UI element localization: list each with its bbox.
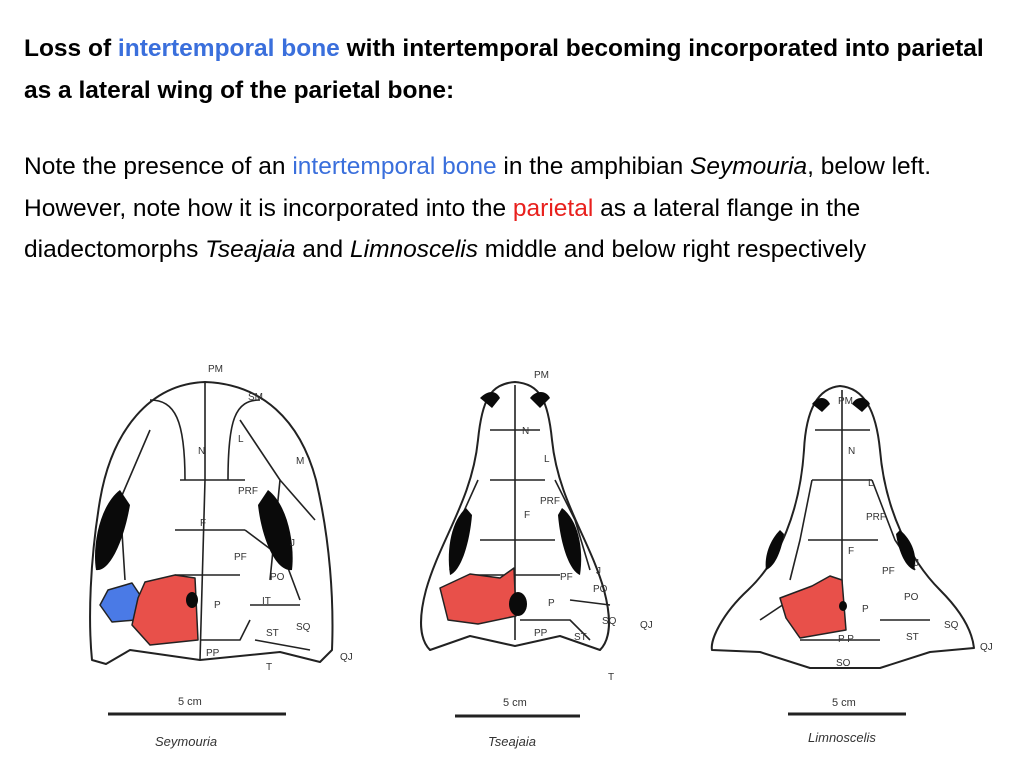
lim-scale-label: 5 cm [832,697,856,709]
body-part-3: in the amphibian [496,153,691,180]
sey-label-t: T [266,662,272,673]
tseajaia-labels: PM N L PRF F PF J PO P PP ST SQ QJ T 5 c… [488,370,653,749]
sey-label-j: J [290,538,295,549]
seymouria-pineal [186,592,198,608]
sey-label-m: M [296,456,304,467]
limnoscelis-skull [710,385,975,669]
heading-highlight: intertemporal bone [117,35,340,62]
tse-label-p: P [548,598,555,609]
tseajaia-pm-right [530,392,550,408]
lim-label-j: J [914,558,919,569]
sey-scale-label: 5 cm [178,696,202,708]
tse-label-n: N [522,426,529,437]
seymouria-parietal [131,574,199,646]
lim-name: Limnoscelis [808,730,876,745]
lim-label-p: P [862,604,869,615]
tse-label-sq: SQ [602,616,617,627]
tse-label-pf: PF [560,572,573,583]
body-part-5: , below left. However, note how it is in… [24,153,932,222]
seymouria-skull [89,381,334,665]
limnoscelis-pineal [839,601,847,611]
sey-label-sm: SM [248,392,263,403]
body-limnoscelis: Limnoscelis [350,236,478,263]
skull-figures: PM SM L M N PRF F J PF PO P IT SQ ST PP … [89,364,993,749]
slide-heading: Loss of intertemporal bone with intertem… [24,28,1004,112]
lim-label-po: PO [904,592,919,603]
lim-label-pp: P P [838,634,854,645]
tseajaia-orbit-left [448,508,472,575]
limnoscelis-outline [710,385,975,669]
tse-label-st: ST [574,632,587,643]
tse-label-t: T [608,672,614,683]
seymouria-orbit-right [258,490,293,571]
sey-label-pf: PF [234,552,247,563]
lim-label-st: ST [906,632,919,643]
body-intertemporal: intertemporal bone [292,153,497,180]
body-tseajaia: Tseajaia [205,236,296,263]
body-parietal: parietal [512,194,594,222]
body-part-7: as a lateral flange in the diadectomorph… [24,194,861,264]
heading-prefix: Loss of [24,35,118,62]
body-part-1: Note the presence of an [24,153,293,180]
tse-label-f: F [524,510,530,521]
sey-label-it: IT [262,596,271,607]
heading-suffix: with intertemporal becoming incorporated… [24,35,984,104]
sey-label-prf: PRF [238,486,258,497]
lim-label-prf: PRF [866,512,886,523]
limnoscelis-pm-right [852,398,870,412]
seymouria-labels: PM SM L M N PRF F J PF PO P IT SQ ST PP … [155,364,353,749]
body-seymouria: Seymouria [690,153,808,180]
lim-label-pm: PM [838,396,853,407]
sey-label-pp: PP [206,648,220,659]
sey-label-n: N [198,446,205,457]
tse-label-prf: PRF [540,496,560,507]
body-part-9: and [295,236,350,263]
sey-label-po: PO [270,572,285,583]
lim-label-l: L [868,478,874,489]
lim-label-qj: QJ [980,642,993,653]
tseajaia-orbit-right [558,508,582,575]
sey-label-qj: QJ [340,652,353,663]
tseajaia-skull [420,381,611,651]
tseajaia-parietal [439,567,517,625]
tse-label-qj: QJ [640,620,653,631]
tseajaia-pm-left [480,392,500,408]
tse-label-pm: PM [534,370,549,381]
tseajaia-pineal [509,592,527,616]
limnoscelis-pm-left [812,398,830,412]
sey-label-f: F [200,518,206,529]
tse-label-j: J [596,566,601,577]
tse-name: Tseajaia [488,734,536,749]
slide-body: Note the presence of an intertemporal bo… [24,146,1004,271]
limnoscelis-orbit-left [765,530,784,570]
tse-label-l: L [544,454,550,465]
sey-label-l: L [238,434,244,445]
limnoscelis-labels: PM N L PRF F PF J PO P SQ ST P P SO QJ 5… [808,396,993,745]
limnoscelis-orbit-right [896,530,916,570]
body-part-11: middle and below right respectively [478,236,867,263]
lim-label-so: SO [836,658,851,669]
sey-label-st: ST [266,628,279,639]
lim-label-f: F [848,546,854,557]
sey-label-pm: PM [208,364,223,375]
lim-label-sq: SQ [944,620,959,631]
sey-label-p: P [214,600,221,611]
sey-label-sq: SQ [296,622,311,633]
seymouria-orbit-left [95,490,130,571]
lim-label-pf: PF [882,566,895,577]
tse-label-pp: PP [534,628,548,639]
tse-label-po: PO [593,584,608,595]
sey-name: Seymouria [155,734,217,749]
lim-label-n: N [848,446,855,457]
tse-scale-label: 5 cm [503,697,527,709]
